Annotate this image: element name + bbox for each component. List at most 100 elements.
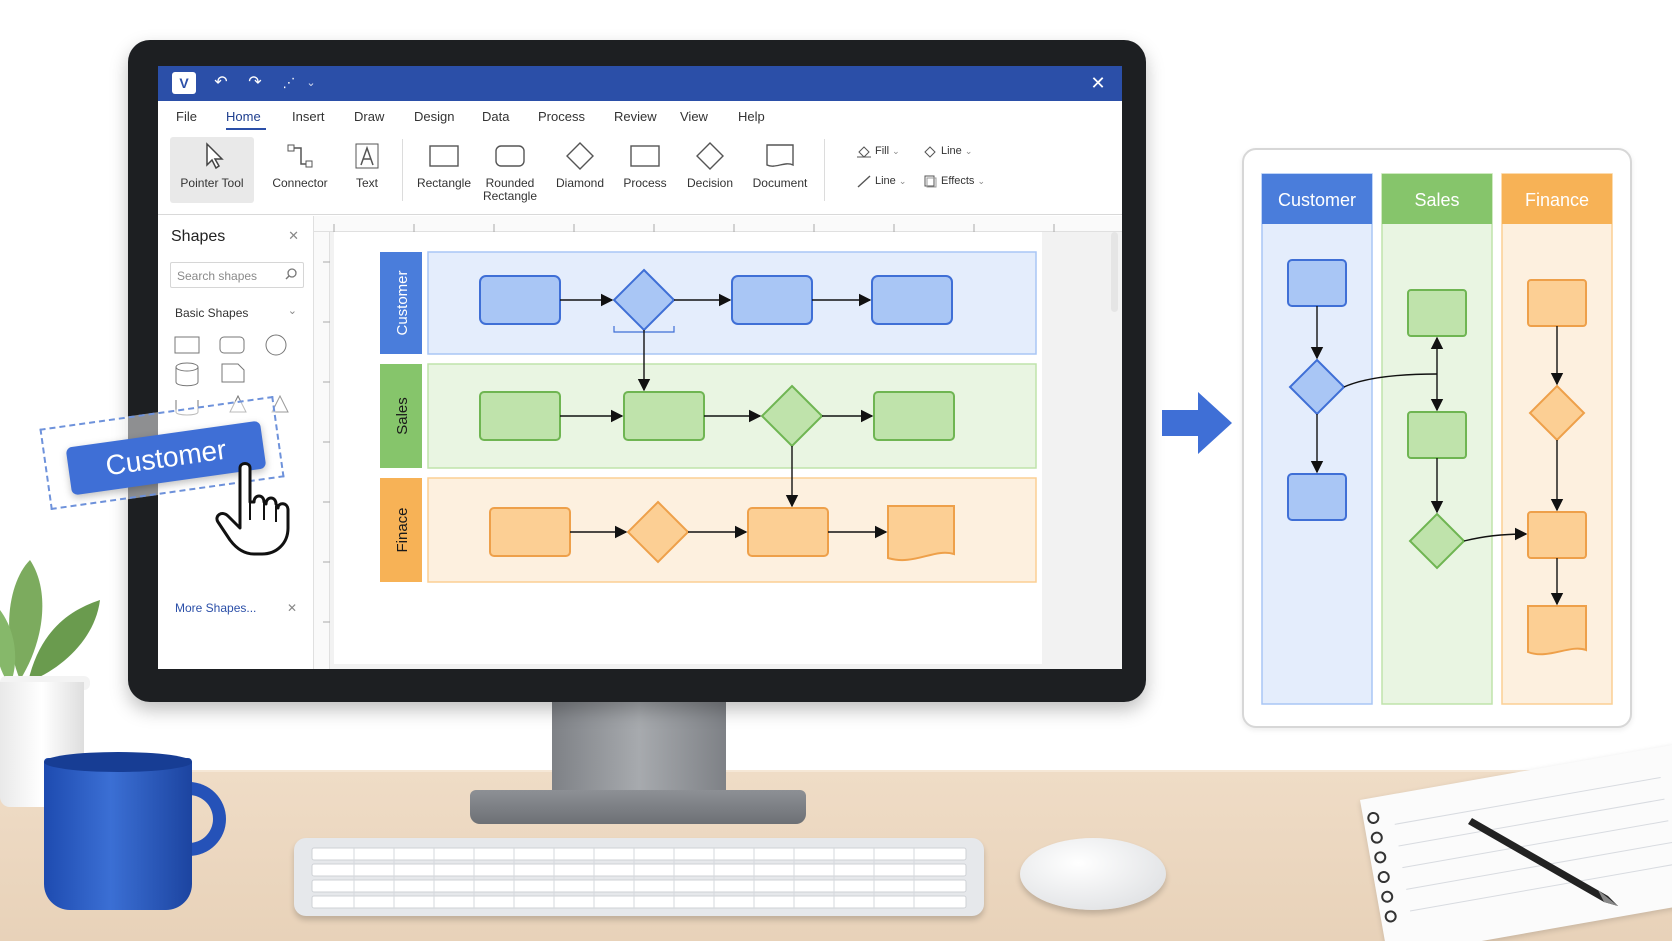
line-style-dropdown-icon: ⌄ [964, 145, 973, 156]
effects-button[interactable]: Effects ⌄ [922, 174, 985, 188]
pointer-icon [195, 141, 229, 171]
process-label: Process [623, 176, 667, 190]
hand-cursor-icon [215, 462, 290, 556]
swimlane-preview-diagram: Customer Sales Finance [1261, 173, 1613, 705]
document-button[interactable]: Document [744, 137, 816, 203]
pointer-tool-button[interactable]: Pointer Tool [170, 137, 254, 203]
fill-bucket-icon [856, 144, 872, 158]
customize-qat-icon[interactable]: ⌄ [306, 77, 316, 89]
ruler-vertical [314, 232, 330, 669]
close-panel-icon[interactable]: ✕ [288, 228, 299, 243]
diamond-button[interactable]: Diamond [550, 137, 610, 203]
pointer-tool-label: Pointer Tool [180, 176, 244, 190]
lane-customer-header [380, 252, 422, 354]
line-style-label: Line [941, 144, 962, 157]
preview-conn-c3 [1343, 373, 1438, 388]
stencil-triangle-2 [271, 394, 289, 413]
more-shapes-link[interactable]: More Shapes... [175, 601, 257, 615]
preview-label-sales: Sales [1414, 190, 1459, 210]
diagram-page[interactable]: Customer Sales Finace [334, 232, 1042, 664]
preview-finance-document [1527, 605, 1587, 656]
ruler-ticks-vertical [323, 261, 330, 623]
search-icon [285, 268, 297, 280]
search-placeholder: Search shapes [177, 269, 258, 283]
notebook-lines [1367, 776, 1672, 923]
process-button[interactable]: Process [614, 137, 676, 203]
line-button[interactable]: Line ⌄ [856, 174, 906, 188]
keyboard-keys [311, 847, 967, 909]
sales-process-2 [623, 391, 705, 441]
preview-sales-decision [1408, 512, 1466, 570]
fill-button[interactable]: Fill ⌄ [856, 144, 900, 158]
basic-shapes-header[interactable]: Basic Shapes [175, 306, 249, 320]
document-icon [763, 141, 797, 171]
finance-process-1 [489, 507, 571, 557]
tab-home[interactable]: Home [226, 109, 261, 124]
decision-label: Decision [686, 176, 734, 190]
more-shapes-close-icon[interactable]: ✕ [286, 601, 297, 615]
finance-decision [626, 500, 690, 564]
tab-draw[interactable]: Draw [354, 109, 385, 124]
line-pen-icon [856, 174, 872, 188]
close-window-icon[interactable]: ✕ [1090, 73, 1106, 93]
text-tool-button[interactable]: Text [342, 137, 392, 203]
rectangle-button[interactable]: Rectangle [412, 137, 476, 203]
lane-sales-header [380, 364, 422, 468]
arrow-right-icon [1162, 392, 1232, 454]
touch-mode-icon[interactable]: ⋰ [282, 75, 296, 90]
decision-button[interactable]: Decision [678, 137, 742, 203]
ribbon: Pointer Tool Connector Text Rectangle [158, 131, 1122, 215]
computer-mouse [1020, 838, 1166, 910]
connector-button[interactable]: Connector [260, 137, 340, 203]
effects-icon [922, 174, 938, 188]
text-icon [350, 141, 384, 171]
active-tab-indicator [226, 128, 266, 130]
preview-finance-process-2 [1527, 511, 1587, 559]
process-icon [628, 141, 662, 171]
preview-label-finance: Finance [1525, 190, 1589, 210]
search-shapes-input[interactable]: Search shapes [170, 262, 304, 288]
tab-insert[interactable]: Insert [292, 109, 325, 124]
line-dropdown-icon: ⌄ [898, 175, 907, 186]
preview-finance-process-1 [1527, 279, 1587, 327]
tab-help[interactable]: Help [738, 109, 765, 124]
chevron-down-icon[interactable]: ⌄ [287, 305, 297, 317]
pen [1468, 818, 1618, 906]
preview-customer-process-1 [1287, 259, 1347, 307]
tab-review[interactable]: Review [614, 109, 657, 124]
ribbon-separator [824, 139, 825, 201]
rectangle-icon [427, 141, 461, 171]
sales-process-3 [873, 391, 955, 441]
tab-data[interactable]: Data [482, 109, 510, 124]
stencil-rectangle [174, 336, 200, 354]
rounded-rectangle-icon [493, 141, 527, 171]
customer-process-2 [731, 275, 813, 325]
swimlane-preview-panel: Customer Sales Finance [1242, 148, 1632, 728]
visio-logo-icon: V [172, 72, 196, 94]
customer-process-3 [871, 275, 953, 325]
line-style-button[interactable]: Line ⌄ [922, 144, 972, 158]
stencil-rounded-rectangle [219, 336, 245, 354]
keyboard [294, 838, 984, 916]
line-label: Line [875, 174, 896, 187]
menu-bar: File Home Insert Draw Design Data Proces… [158, 101, 1122, 131]
stencil-cylinder [175, 367, 199, 387]
document-label: Document [752, 176, 808, 190]
ruler-horizontal [314, 216, 1122, 232]
preview-header-sales [1382, 174, 1492, 224]
redo-icon[interactable]: ↷ [248, 74, 262, 91]
tab-file[interactable]: File [176, 109, 197, 124]
effects-dropdown-icon: ⌄ [977, 175, 986, 186]
lane-finance-header [380, 478, 422, 582]
text-tool-label: Text [355, 176, 378, 190]
tab-process[interactable]: Process [538, 109, 585, 124]
tab-view[interactable]: View [680, 109, 708, 124]
vertical-scrollbar[interactable] [1111, 232, 1118, 312]
line-color-icon [922, 144, 938, 158]
tab-design[interactable]: Design [414, 109, 455, 124]
diamond-icon [563, 141, 597, 171]
undo-icon[interactable]: ↶ [214, 74, 228, 91]
